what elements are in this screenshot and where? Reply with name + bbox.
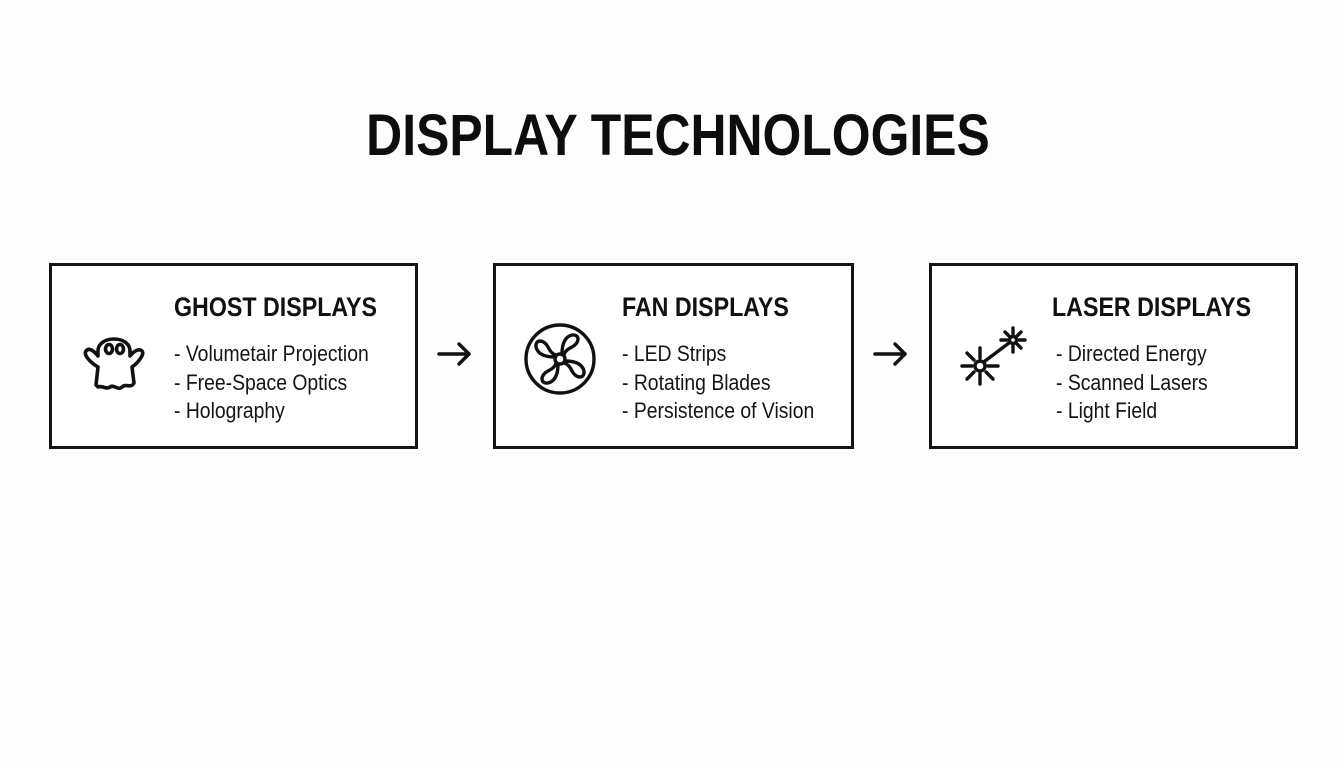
card-heading: GHOST DISPLAYS xyxy=(174,292,378,322)
page-title: DISPLAY TECHNOLOGIES xyxy=(366,103,990,168)
fan-icon xyxy=(522,321,598,397)
card-fan-displays: FAN DISPLAYS - LED Strips - Rotating Bla… xyxy=(493,263,854,449)
list-item: - Holography xyxy=(174,398,285,423)
card-heading: LASER DISPLAYS xyxy=(1052,292,1252,322)
card-heading: FAN DISPLAYS xyxy=(622,292,789,322)
feature-list: - Volumetair Projection - Free-Space Opt… xyxy=(174,340,395,426)
card-laser-displays: LASER DISPLAYS - Directed Energy - Scann… xyxy=(929,263,1298,449)
list-item: - Light Field xyxy=(1056,398,1158,423)
laser-icon xyxy=(956,318,1032,394)
card-ghost-displays: GHOST DISPLAYS - Volumetair Projection -… xyxy=(49,263,418,449)
list-item: - Volumetair Projection xyxy=(174,341,369,366)
list-item: - Rotating Blades xyxy=(622,369,771,395)
ghost-icon xyxy=(76,321,152,397)
arrow-right-icon xyxy=(871,340,911,368)
list-item: - Directed Energy xyxy=(1056,341,1207,366)
list-item: - LED Strips xyxy=(622,341,727,366)
feature-list: - Directed Energy - Scanned Lasers - Lig… xyxy=(1056,340,1228,426)
feature-list: - LED Strips - Rotating Blades - Persist… xyxy=(622,340,840,426)
list-item: - Persistence of Vision xyxy=(622,398,815,423)
list-item: - Free-Space Optics xyxy=(174,369,348,395)
arrow-right-icon xyxy=(435,340,475,368)
list-item: - Scanned Lasers xyxy=(1056,369,1208,395)
